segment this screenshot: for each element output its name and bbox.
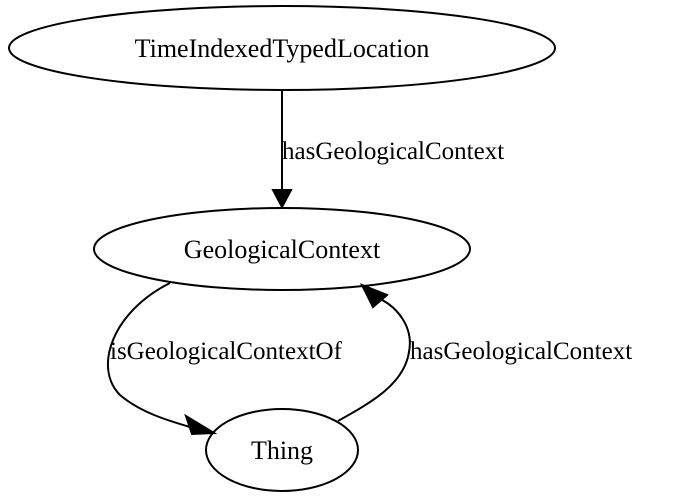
edge-arrowhead <box>184 413 218 436</box>
node-time-indexed-typed-location[interactable]: TimeIndexedTypedLocation <box>8 5 556 91</box>
node-label: Thing <box>251 436 313 465</box>
edge-label: isGeologicalContextOf <box>110 338 343 365</box>
edge-line <box>337 297 411 422</box>
node-label: GeologicalContext <box>184 235 381 264</box>
edge-is-geological-context-of[interactable]: isGeologicalContextOf <box>106 282 343 436</box>
node-ellipse <box>8 5 556 91</box>
edge-has-geological-context-loop[interactable]: hasGeologicalContext <box>337 283 632 422</box>
edge-arrowhead <box>271 189 293 210</box>
edge-arrowhead <box>359 283 389 309</box>
edge-label: hasGeologicalContext <box>282 138 504 165</box>
edge-has-geological-context-top[interactable]: hasGeologicalContext <box>271 91 504 210</box>
node-thing[interactable]: Thing <box>205 408 359 492</box>
node-geological-context[interactable]: GeologicalContext <box>93 207 471 291</box>
node-ellipse <box>205 408 359 492</box>
edge-line <box>106 282 191 428</box>
node-label: TimeIndexedTypedLocation <box>135 34 430 63</box>
edge-label: hasGeologicalContext <box>410 338 632 365</box>
